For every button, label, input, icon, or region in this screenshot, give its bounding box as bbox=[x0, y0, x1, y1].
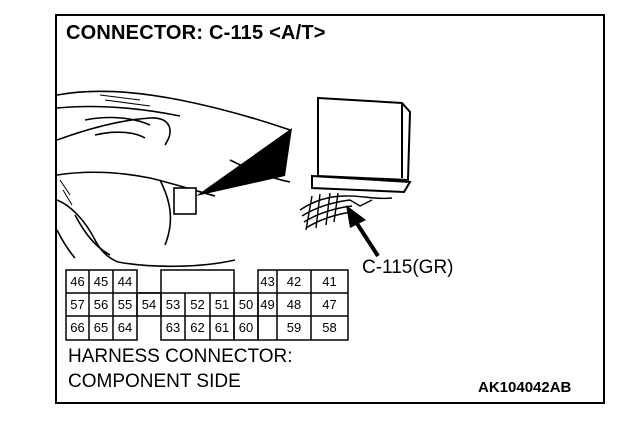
diagram-frame bbox=[55, 14, 605, 404]
connector-location-box bbox=[173, 187, 197, 215]
pin-55: 55 bbox=[117, 297, 133, 312]
pin-50: 50 bbox=[238, 297, 254, 312]
pin-62: 62 bbox=[190, 320, 205, 335]
pin-58: 58 bbox=[322, 320, 337, 335]
harness-connector-label: HARNESS CONNECTOR: bbox=[68, 346, 293, 367]
control-unit bbox=[311, 96, 412, 194]
pin-49: 49 bbox=[260, 297, 275, 312]
connector-callout-label: C-115(GR) bbox=[362, 257, 454, 278]
pin-51: 51 bbox=[214, 297, 230, 312]
pin-59: 59 bbox=[286, 320, 302, 335]
pin-42: 42 bbox=[286, 274, 302, 289]
dashboard-hatching bbox=[59, 94, 151, 206]
pin-66: 66 bbox=[70, 320, 85, 335]
pin-65: 65 bbox=[93, 320, 109, 335]
pin-43: 43 bbox=[260, 274, 275, 289]
pin-52: 52 bbox=[190, 297, 205, 312]
pin-47: 47 bbox=[322, 297, 337, 312]
pin-48: 48 bbox=[286, 297, 302, 312]
pin-57: 57 bbox=[70, 297, 85, 312]
pin-64: 64 bbox=[117, 320, 133, 335]
callout-wedge bbox=[196, 128, 292, 196]
pin-44: 44 bbox=[117, 274, 133, 289]
pin-53: 53 bbox=[165, 297, 181, 312]
wire-harness bbox=[299, 192, 393, 231]
pin-41: 41 bbox=[322, 274, 337, 289]
component-side-label: COMPONENT SIDE bbox=[68, 371, 241, 392]
pin-63: 63 bbox=[165, 320, 181, 335]
pin-45: 45 bbox=[93, 274, 109, 289]
pin-60: 60 bbox=[238, 320, 254, 335]
diagram-title: CONNECTOR: C-115 <A/T> bbox=[66, 22, 326, 44]
pin-54: 54 bbox=[141, 297, 157, 312]
connector-pin-grid bbox=[65, 269, 349, 341]
pin-61: 61 bbox=[214, 320, 230, 335]
figure-code: AK104042AB bbox=[478, 379, 572, 396]
pin-56: 56 bbox=[93, 297, 109, 312]
pin-46: 46 bbox=[70, 274, 85, 289]
connector-arrow bbox=[346, 205, 380, 258]
